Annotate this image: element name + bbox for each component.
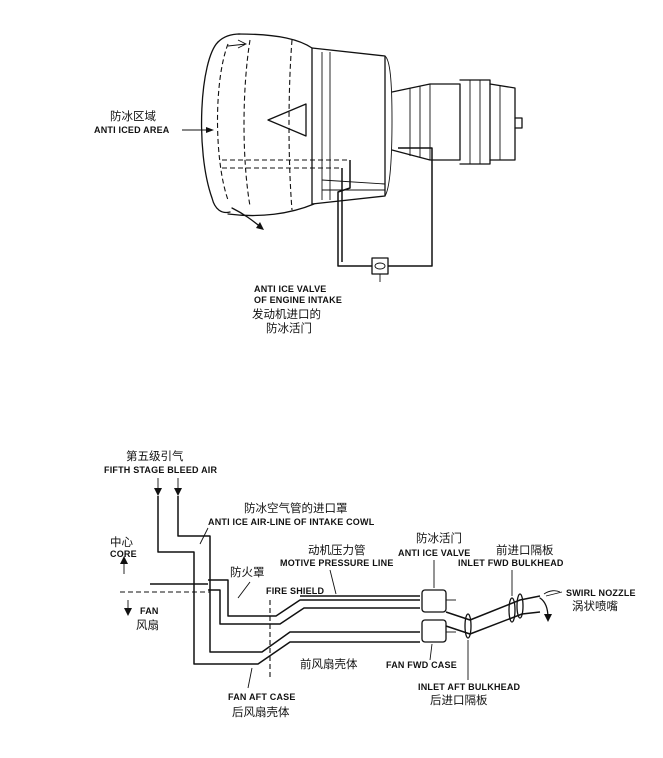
swirl-zh: 涡状喷嘴 — [572, 599, 618, 613]
valve-zh: 防冰活门 — [416, 531, 462, 545]
fan-fwd-en: FAN FWD CASE — [386, 660, 457, 670]
fifth-stage-zh: 第五级引气 — [126, 449, 184, 463]
motive-en: MOTIVE PRESSURE LINE — [280, 558, 394, 568]
fan-zh: 风扇 — [136, 618, 159, 632]
fan-aft-zh: 后风扇壳体 — [232, 705, 290, 719]
anti-ice-airline-en: ANTI ICE AIR-LINE OF INTAKE COWL — [208, 517, 375, 527]
engine-nacelle-drawing — [200, 33, 523, 282]
valve-en-line1: ANTI ICE VALVE — [254, 284, 326, 294]
anti-ice-airline-zh: 防冰空气管的进口罩 — [244, 501, 348, 515]
schematic-labels: 第五级引气 FIFTH STAGE BLEED AIR 防冰空气管的进口罩 AN… — [104, 449, 636, 719]
fire-shield-en: FIRE SHIELD — [266, 586, 325, 596]
fire-shield-zh: 防火罩 — [230, 565, 265, 579]
fifth-stage-en: FIFTH STAGE BLEED AIR — [104, 465, 217, 475]
valve-zh-line2: 防冰活门 — [266, 321, 312, 335]
intake-valve-callout: ANTI ICE VALVE OF ENGINE INTAKE 发动机进口的 防… — [252, 284, 342, 335]
swirl-en: SWIRL NOZZLE — [566, 588, 636, 598]
motive-zh: 动机压力管 — [308, 543, 366, 557]
fan-aft-en: FAN AFT CASE — [228, 692, 296, 702]
valve-en: ANTI ICE VALVE — [398, 548, 470, 558]
fan-en: FAN — [140, 606, 159, 616]
anti-iced-area-callout: 防冰区域 ANTI ICED AREA — [94, 109, 214, 135]
anti-iced-area-zh: 防冰区域 — [110, 109, 156, 123]
inlet-aft-en: INLET AFT BULKHEAD — [418, 682, 521, 692]
inlet-fwd-zh: 前进口隔板 — [496, 543, 554, 557]
piping-schematic — [120, 478, 561, 680]
anti-iced-area-en: ANTI ICED AREA — [94, 125, 170, 135]
inlet-fwd-en: INLET FWD BULKHEAD — [458, 558, 564, 568]
valve-en-line2: OF ENGINE INTAKE — [254, 295, 342, 305]
fan-fwd-zh: 前风扇壳体 — [300, 657, 358, 671]
core-en: CORE — [110, 549, 137, 559]
inlet-aft-zh: 后进口隔板 — [430, 693, 488, 707]
valve-zh-line1: 发动机进口的 — [252, 307, 321, 321]
core-zh: 中心 — [110, 535, 133, 549]
